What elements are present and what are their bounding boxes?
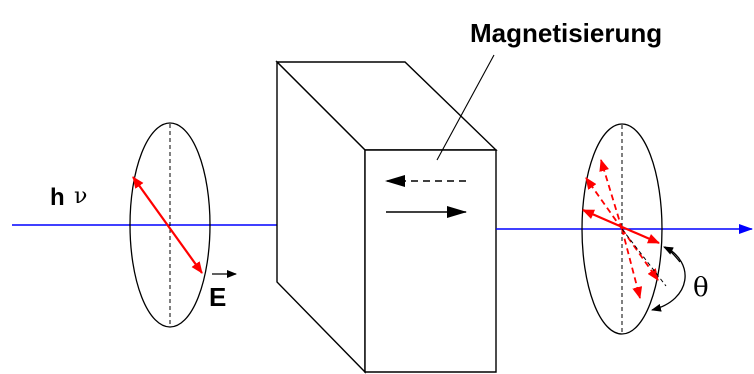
output-polarization-vector — [582, 208, 660, 245]
rotation-guide-line — [621, 228, 667, 287]
rotation-angle-arc-start — [663, 246, 681, 263]
photon-h-label: h — [50, 184, 65, 211]
output-polarization-plane — [581, 123, 667, 335]
rotated-polarization-b — [585, 177, 623, 230]
photon-nu-label: ν — [74, 184, 87, 209]
rotated-polarization-c — [621, 228, 643, 299]
e-field-vector — [132, 176, 203, 274]
rotation-angle-label: θ — [693, 273, 709, 303]
sample-block — [275, 60, 498, 374]
input-polarization-plane — [129, 122, 211, 328]
magnetization-pointer — [436, 54, 495, 161]
e-field-label: E — [209, 282, 226, 312]
magnetization-label: Magnetisierung — [470, 18, 662, 48]
